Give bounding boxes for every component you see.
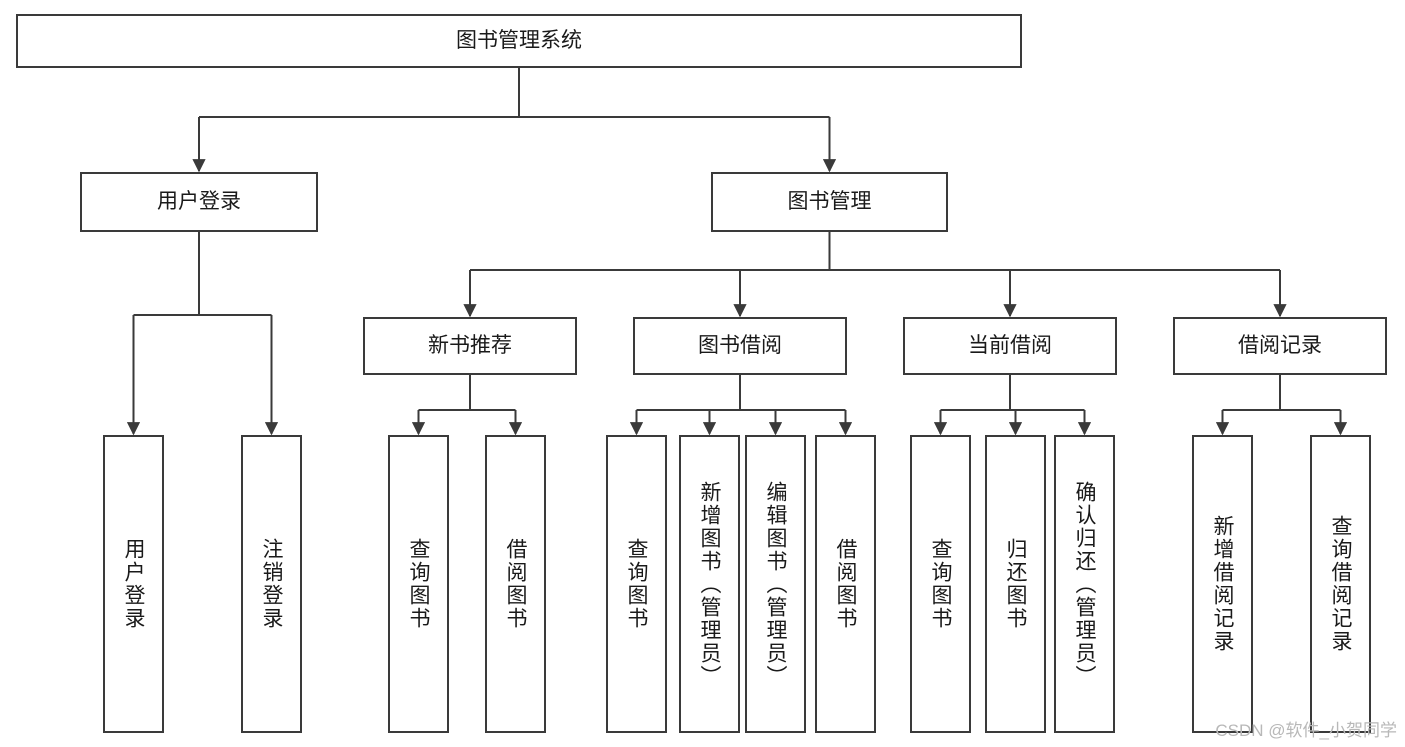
node-leaf-new-query[interactable]: 查询图书 [388,435,449,733]
node-leaf-user-login[interactable]: 用户登录 [103,435,164,733]
node-leaf-br-add[interactable]: 新增图书（管理员） [679,435,740,733]
node-label: 新增借阅记录 [1211,515,1234,653]
node-label: 确认归还（管理员） [1073,480,1096,688]
node-label: 查询图书 [929,538,952,630]
node-label: 借阅图书 [504,538,527,630]
node-leaf-cur-confirm[interactable]: 确认归还（管理员） [1054,435,1115,733]
node-leaf-new-borrow[interactable]: 借阅图书 [485,435,546,733]
node-label: 新增图书（管理员） [698,480,721,688]
node-leaf-rec-add[interactable]: 新增借阅记录 [1192,435,1253,733]
node-leaf-br-query[interactable]: 查询图书 [606,435,667,733]
node-label: 图书借阅 [698,333,782,357]
node-label: 用户登录 [122,538,145,630]
node-leaf-br-borrow[interactable]: 借阅图书 [815,435,876,733]
node-label: 图书管理系统 [456,28,582,52]
node-label: 当前借阅 [968,333,1052,357]
node-l2-current[interactable]: 当前借阅 [903,317,1117,375]
node-l2-newbook[interactable]: 新书推荐 [363,317,577,375]
node-leaf-cur-query[interactable]: 查询图书 [910,435,971,733]
node-label: 编辑图书（管理员） [764,480,787,688]
node-label: 借阅记录 [1238,333,1322,357]
node-label: 查询图书 [625,538,648,630]
node-label: 注销登录 [260,538,283,630]
node-label: 查询图书 [407,538,430,630]
node-label: 查询借阅记录 [1329,515,1352,653]
node-root[interactable]: 图书管理系统 [16,14,1022,68]
node-l1-book[interactable]: 图书管理 [711,172,948,232]
node-label: 归还图书 [1004,538,1027,630]
node-label: 新书推荐 [428,333,512,357]
node-label: 图书管理 [787,189,872,213]
node-leaf-user-logout[interactable]: 注销登录 [241,435,302,733]
node-l2-borrow[interactable]: 图书借阅 [633,317,847,375]
node-label: 用户登录 [157,189,241,213]
node-l2-record[interactable]: 借阅记录 [1173,317,1387,375]
node-leaf-cur-return[interactable]: 归还图书 [985,435,1046,733]
node-label: 借阅图书 [834,538,857,630]
node-l1-user[interactable]: 用户登录 [80,172,318,232]
node-leaf-br-edit[interactable]: 编辑图书（管理员） [745,435,806,733]
node-leaf-rec-query[interactable]: 查询借阅记录 [1310,435,1371,733]
